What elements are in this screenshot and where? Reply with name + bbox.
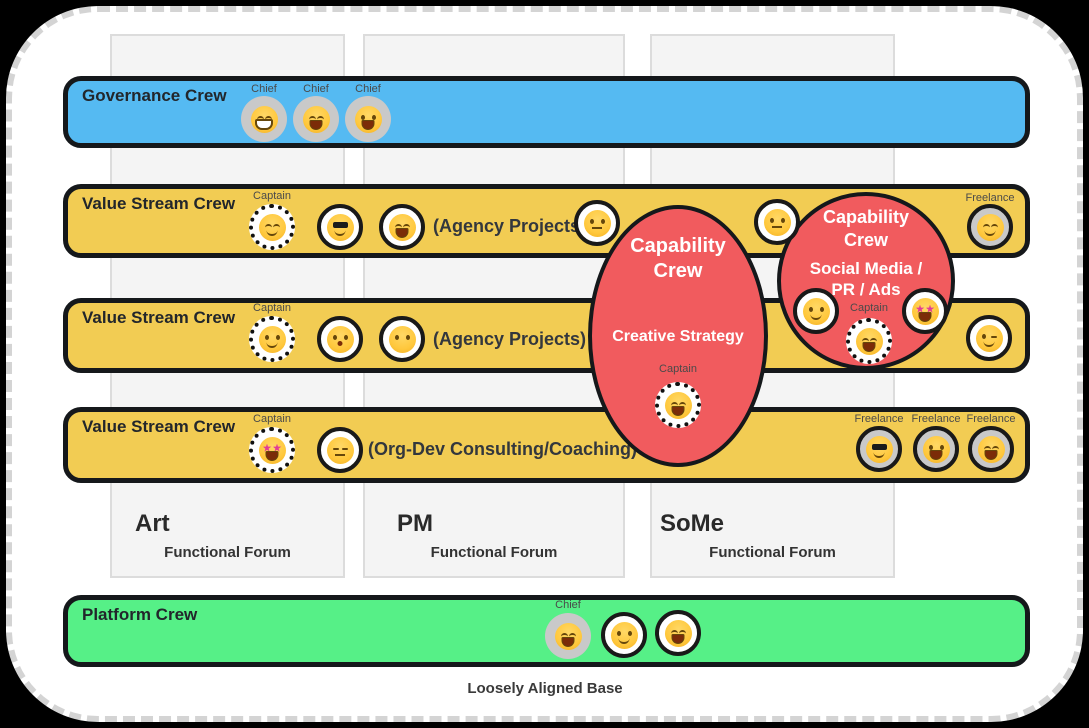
captain-avatar — [655, 382, 701, 428]
emoji-face-icon — [326, 436, 354, 464]
chief-avatar — [345, 96, 391, 142]
chief-avatar — [241, 96, 287, 142]
emoji-face-icon — [922, 435, 950, 463]
member-avatar — [601, 612, 647, 658]
chief-role-label: Chief — [355, 83, 381, 95]
chief-avatar — [545, 613, 591, 659]
value-stream-crew-1-title: Value Stream Crew — [82, 194, 236, 213]
captain-avatar — [846, 318, 892, 364]
freelance-avatar — [856, 426, 902, 472]
captain-role-label: Captain — [253, 190, 291, 202]
emoji-face-icon — [865, 435, 893, 463]
member-avatar — [793, 288, 839, 334]
governance-crew-bar — [63, 76, 1030, 148]
emoji-face-icon — [664, 619, 692, 647]
value-stream-crew-3-title: Value Stream Crew — [82, 417, 236, 436]
base-label: Loosely Aligned Base — [467, 680, 623, 697]
emoji-face-icon — [975, 324, 1003, 352]
vs2-note: (Agency Projects) — [433, 329, 587, 349]
captain-role-label: Captain — [253, 413, 291, 425]
chief-role-label: Chief — [251, 83, 277, 95]
value-stream-crew-2-title: Value Stream Crew — [82, 308, 236, 327]
emoji-face-icon — [664, 391, 692, 419]
freelance-avatar — [967, 204, 1013, 250]
emoji-face-icon — [258, 325, 286, 353]
member-avatar — [902, 288, 948, 334]
freelance-role-label: Freelance — [854, 413, 904, 425]
captain-role-label: Captain — [850, 302, 888, 314]
forum-type-art: Functional Forum — [164, 544, 291, 561]
member-avatar — [379, 316, 425, 362]
chief-avatar — [293, 96, 339, 142]
emoji-face-icon — [583, 209, 611, 237]
emoji-face-icon — [610, 621, 638, 649]
captain-avatar — [249, 427, 295, 473]
emoji-face-icon — [911, 297, 939, 325]
forum-name-art: Art — [135, 510, 170, 537]
captain-avatar — [249, 316, 295, 362]
capability-creative-specialty: Creative Strategy — [612, 328, 744, 345]
governance-crew-title: Governance Crew — [82, 86, 227, 105]
member-avatar — [574, 200, 620, 246]
member-avatar — [317, 204, 363, 250]
forum-type-pm: Functional Forum — [430, 544, 558, 561]
freelance-role-label: Freelance — [965, 192, 1015, 204]
forum-type-some: Functional Forum — [709, 544, 836, 561]
platform-crew-title: Platform Crew — [82, 605, 198, 624]
forum-name-some: SoMe — [660, 510, 725, 537]
capability-some-title: Capability Crew — [822, 207, 910, 250]
emoji-face-icon — [977, 435, 1005, 463]
chief-role-label: Chief — [555, 599, 581, 611]
captain-role-label: Captain — [253, 302, 291, 314]
emoji-face-icon — [326, 213, 354, 241]
emoji-face-icon — [976, 213, 1004, 241]
member-avatar — [754, 199, 800, 245]
emoji-face-icon — [802, 297, 830, 325]
member-avatar — [317, 427, 363, 473]
emoji-face-icon — [763, 208, 791, 236]
emoji-face-icon — [258, 436, 286, 464]
emoji-face-icon — [326, 325, 354, 353]
emoji-face-icon — [388, 213, 416, 241]
freelance-role-label: Freelance — [966, 413, 1016, 425]
freelance-avatar — [913, 426, 959, 472]
member-avatar — [966, 315, 1012, 361]
member-avatar — [379, 204, 425, 250]
capability-creative-title: Capability Crew — [630, 235, 726, 282]
member-avatar — [655, 610, 701, 656]
captain-role-label: Captain — [659, 363, 697, 375]
chief-role-label: Chief — [303, 83, 329, 95]
vs3-note: (Org-Dev Consulting/Coaching) — [368, 439, 637, 459]
capability-some-specialty: Social Media / PR / Ads — [809, 259, 923, 300]
freelance-role-label: Freelance — [911, 413, 961, 425]
emoji-face-icon — [388, 325, 416, 353]
emoji-face-icon — [250, 105, 278, 133]
member-avatar — [317, 316, 363, 362]
vs1-note: (Agency Projects) — [433, 216, 587, 236]
emoji-face-icon — [354, 105, 382, 133]
freelance-avatar — [968, 426, 1014, 472]
captain-avatar — [249, 204, 295, 250]
emoji-face-icon — [258, 213, 286, 241]
emoji-face-icon — [554, 622, 582, 650]
emoji-face-icon — [855, 327, 883, 355]
emoji-face-icon — [302, 105, 330, 133]
forum-name-pm: PM — [397, 510, 433, 537]
